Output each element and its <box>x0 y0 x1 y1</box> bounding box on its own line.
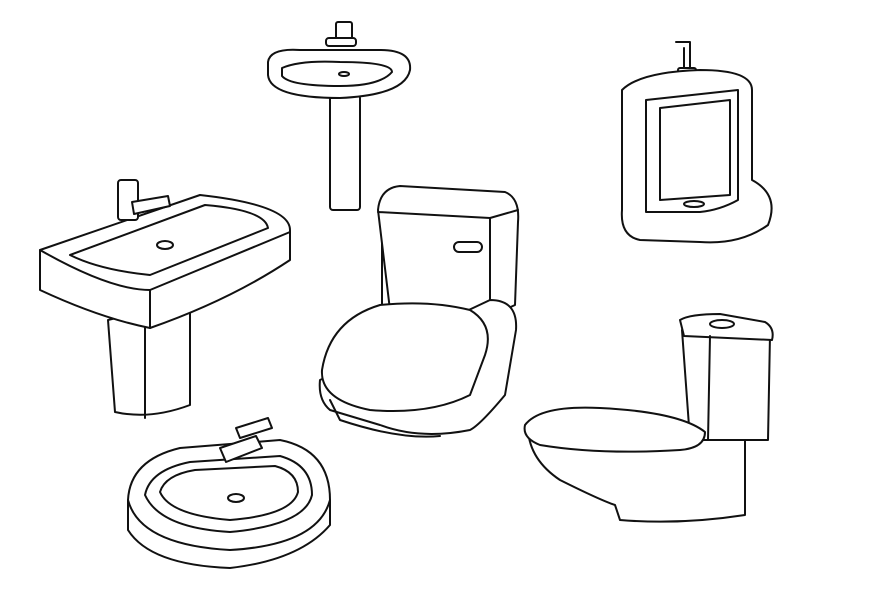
toilet-with-tank-icon <box>318 185 520 438</box>
pedestal-sink-small-icon <box>267 21 412 211</box>
wall-hung-toilet-icon <box>523 313 774 523</box>
urinal-icon <box>620 41 773 244</box>
rectangular-pedestal-sink-icon <box>39 179 291 419</box>
oval-countertop-sink-icon <box>127 417 331 569</box>
